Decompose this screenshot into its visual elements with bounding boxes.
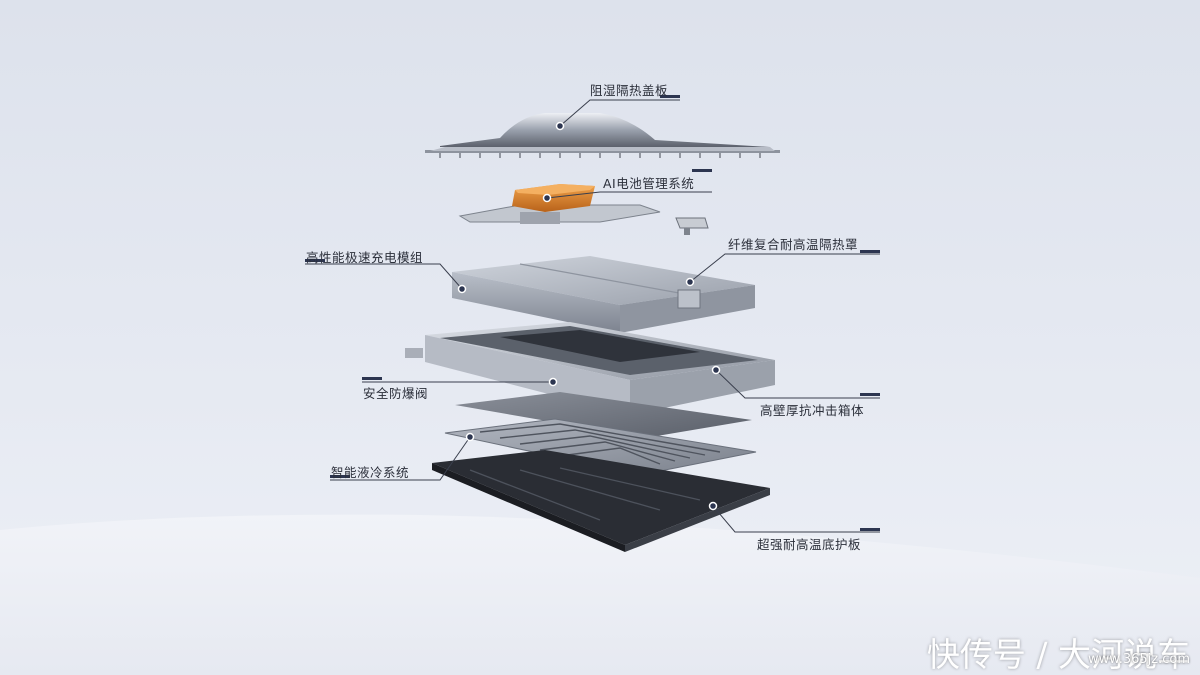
label-bottom-plate: 超强耐高温底护板 [757, 537, 862, 552]
label-bms: AI电池管理系统 [603, 176, 695, 191]
bms-layer [458, 184, 709, 235]
marker-dots [457, 121, 721, 511]
leader-lines [305, 99, 880, 533]
label-housing: 高壁厚抗冲击箱体 [760, 403, 865, 418]
bottom-plate-layer [432, 450, 770, 552]
label-liquid-cooling: 智能液冷系统 [331, 465, 410, 480]
connector-part [675, 217, 709, 235]
top-cover-layer [425, 113, 780, 158]
label-vent-valve: 安全防爆阀 [363, 386, 429, 401]
label-module: 高性能极速充电模组 [306, 250, 424, 265]
watermark-text: 快传号 / 大河说车 [926, 635, 1190, 674]
label-top-cover: 阻湿隔热盖板 [590, 83, 669, 98]
separator-sheet-layer [455, 392, 752, 438]
watermark-site: www.365jz.com [1088, 652, 1190, 667]
module-layer [452, 256, 755, 333]
accent-bars [305, 95, 880, 531]
label-fiber-shield: 纤维复合耐高温隔热罩 [728, 237, 859, 252]
